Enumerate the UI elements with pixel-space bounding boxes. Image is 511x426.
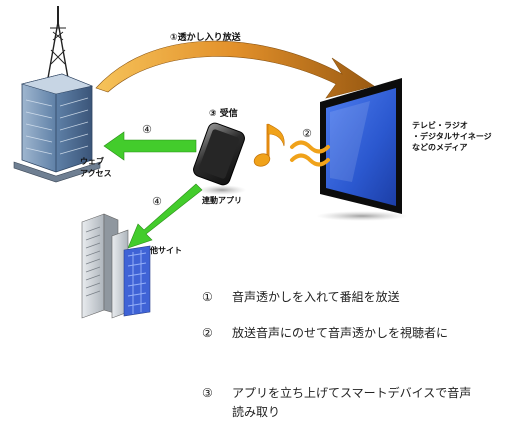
step-number: ② [202,326,213,340]
server-icon [81,213,151,319]
receive-label: ③ 受信 [209,109,238,119]
step-text: 音声透かしを入れて番組を放送 [232,290,400,304]
broadcast-label: ①透かし入り放送 [170,33,241,43]
other-site-arrow [127,183,203,249]
smartphone-icon [193,122,246,195]
web-access-number: ④ [142,123,152,136]
music-note-icon [253,123,285,167]
step-item-1: ① 音声透かしを入れて番組を放送 [202,288,492,310]
step-number: ③ [202,386,213,400]
step-text: 放送音声にのせて音声透かしを視聴者に [232,326,449,340]
web-access-label-line1: ウェブ [80,157,104,166]
other-site-number: ④ [152,195,162,208]
web-access-label-line2: アクセス [80,169,112,178]
building-icon [13,6,101,183]
step-item-2: ② 放送音声にのせて音声透かしを視聴者に [202,324,492,364]
broadcast-arc-arrow [95,40,375,99]
tv-display-icon [316,78,408,221]
app-label: 連動アプリ [202,196,242,205]
other-site-label: 他サイト [150,246,182,255]
step-text: アプリを立ち上げてスマートデバイスで音声読み取り [232,386,472,419]
tv-label-line2: ・デジタルサイネージ [412,132,492,141]
sound-step-label: ② [302,127,312,140]
tv-label-line1: テレビ・ラジオ [412,121,468,130]
step-item-3: ③ アプリを立ち上げてスマートデバイスで音声読み取り [202,384,492,424]
tv-label-line3: などのメディア [412,143,468,152]
sound-wave-icon [290,140,330,167]
web-access-arrow [103,131,197,161]
step-number: ① [202,290,213,304]
